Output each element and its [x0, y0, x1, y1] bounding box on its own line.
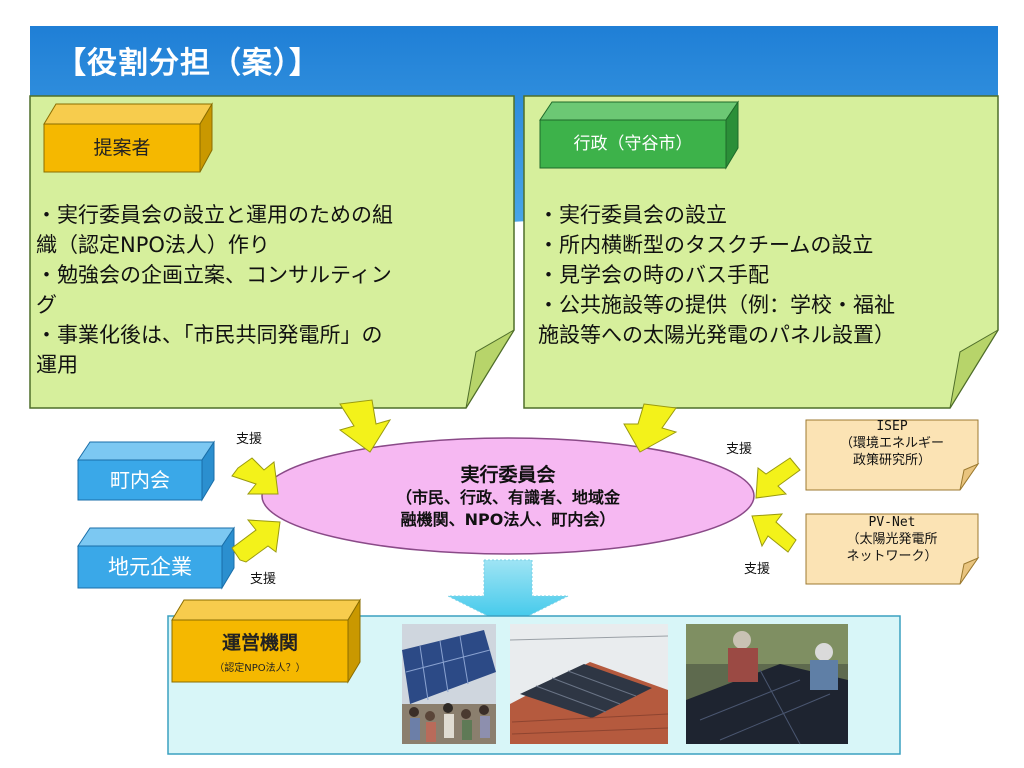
- proposer-responsibilities: ・実行委員会の設立と運用のための組 織（認定NPO法人）作り ・勉強会の企画立案…: [36, 200, 506, 380]
- administration-line: ・公共施設等の提供（例：学校・福祉: [538, 293, 895, 317]
- proposer-line: ・勉強会の企画立案、コンサルティン: [36, 263, 392, 287]
- operator-label: 運営機関: [221, 632, 298, 654]
- support-label-local-companies: 支援: [250, 572, 277, 587]
- arrow-to-operator: [447, 559, 569, 627]
- local-companies-label: 地元企業: [108, 555, 192, 579]
- pvnet-desc-line2: ネットワーク）: [846, 549, 938, 564]
- arrow-proposer-down: [338, 399, 392, 453]
- administration-line: 施設等への太陽光発電のパネル設置）: [538, 323, 895, 347]
- support-label-isep: 支援: [726, 442, 753, 457]
- proposer-box: [43, 102, 213, 173]
- isep-tag: ISEP （環境エネルギー 政策研究所）: [808, 418, 976, 469]
- isep-desc-line2: 政策研究所）: [852, 453, 931, 468]
- isep-name: ISEP: [876, 419, 908, 434]
- committee-ellipse: [261, 437, 755, 555]
- pvnet-tag: PV-Net （太陽光発電所 ネットワーク）: [808, 514, 976, 565]
- support-label-chonaikai: 支援: [236, 432, 263, 447]
- operator-box: [171, 598, 361, 684]
- photo-workers-installing: [686, 624, 848, 745]
- proposer-label: 提案者: [93, 137, 151, 159]
- arrow-pvnet: [751, 513, 797, 553]
- administration-line: ・見学会の時のバス手配: [538, 263, 769, 287]
- isep-desc-line1: （環境エネルギー: [839, 436, 944, 451]
- arrow-isep: [755, 457, 801, 499]
- chonaikai-label: 町内会: [110, 468, 170, 492]
- committee-members-line2: 融機関、NPO法人、町内会）: [400, 510, 616, 529]
- photo-solar-tiled-roof: [509, 624, 669, 744]
- arrow-local-companies: [231, 519, 281, 563]
- administration-line: ・所内横断型のタスクチームの設立: [538, 233, 874, 257]
- proposer-line: ・実行委員会の設立と運用のための組: [36, 203, 393, 227]
- arrow-admin-down: [623, 403, 678, 453]
- arrow-chonaikai: [231, 457, 279, 495]
- committee-members-line1: （市民、行政、有識者、地域金: [395, 488, 620, 507]
- local-companies-box: [77, 526, 235, 590]
- operator: 運営機関 （認定NPO法人？）: [172, 628, 348, 674]
- support-label-pvnet: 支援: [744, 562, 771, 577]
- committee: 実行委員会 （市民、行政、有識者、地域金 融機関、NPO法人、町内会）: [300, 460, 716, 531]
- proposer-line: グ: [36, 293, 57, 317]
- chonaikai-box: [77, 440, 215, 502]
- pvnet-desc-line1: （太陽光発電所: [846, 532, 938, 547]
- operator-sub: （認定NPO法人？）: [214, 663, 306, 674]
- page-title: 【役割分担（案）】: [56, 46, 320, 81]
- administration-label: 行政（守谷市）: [573, 134, 693, 154]
- proposer-line: 運用: [36, 353, 78, 377]
- proposer-line: ・事業化後は、「市民共同発電所」の: [36, 323, 383, 347]
- administration-line: ・実行委員会の設立: [538, 203, 727, 227]
- pvnet-name: PV-Net: [868, 515, 916, 530]
- administration-responsibilities: ・実行委員会の設立 ・所内横断型のタスクチームの設立 ・見学会の時のバス手配 ・…: [538, 200, 990, 350]
- photo-solar-roof-crowd: [402, 624, 496, 744]
- committee-title: 実行委員会: [460, 464, 556, 486]
- admin-box: [539, 100, 739, 170]
- proposer-line: 織（認定NPO法人）作り: [36, 233, 270, 257]
